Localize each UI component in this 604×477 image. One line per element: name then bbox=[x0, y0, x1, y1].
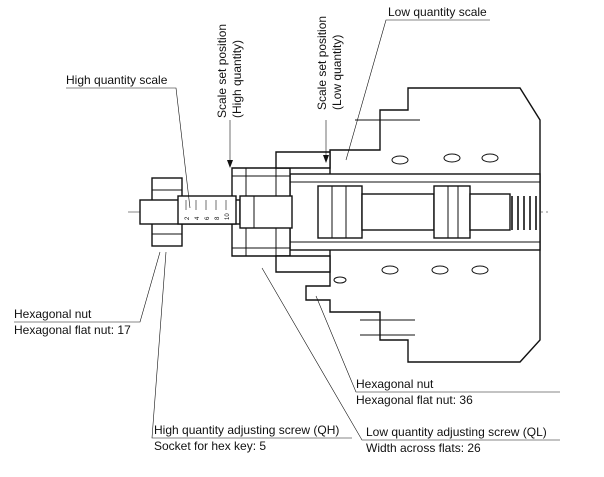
label-scale-set-high-line2: (High quantity) bbox=[230, 40, 244, 118]
spool-assembly bbox=[289, 173, 541, 251]
scale-tick-label: 10 bbox=[225, 213, 231, 220]
label-low-quantity-scale: Low quantity scale bbox=[388, 5, 487, 19]
label-hex-nut-left-line1: Hexagonal nut bbox=[14, 307, 92, 321]
label-hex-nut-right-line2: Hexagonal flat nut: 36 bbox=[356, 393, 473, 407]
label-scale-set-low-line1: Scale set position bbox=[315, 16, 329, 110]
scale-tick-label: 6 bbox=[205, 216, 211, 220]
leader-lines bbox=[14, 19, 560, 441]
scale-tick-label: 8 bbox=[215, 216, 221, 220]
scale-tick-label: 4 bbox=[195, 216, 201, 220]
label-scale-set-low-line2: (Low quantity) bbox=[330, 35, 344, 110]
label-hex-nut-right-line1: Hexagonal nut bbox=[356, 377, 434, 391]
o-rings bbox=[333, 153, 499, 284]
scale-tick-label: 2 bbox=[185, 216, 191, 220]
labels: High quantity scale Low quantity scale S… bbox=[14, 5, 547, 455]
label-qh-screw-line1: High quantity adjusting screw (QH) bbox=[154, 423, 339, 437]
label-high-quantity-scale: High quantity scale bbox=[66, 73, 168, 87]
label-ql-screw-line1: Low quantity adjusting screw (QL) bbox=[366, 425, 547, 439]
label-ql-screw-line2: Width across flats: 26 bbox=[366, 441, 481, 455]
label-qh-screw-line2: Socket for hex key: 5 bbox=[154, 439, 266, 453]
label-scale-set-high-line1: Scale set position bbox=[215, 24, 229, 118]
label-hex-nut-left-line2: Hexagonal flat nut: 17 bbox=[14, 323, 131, 337]
